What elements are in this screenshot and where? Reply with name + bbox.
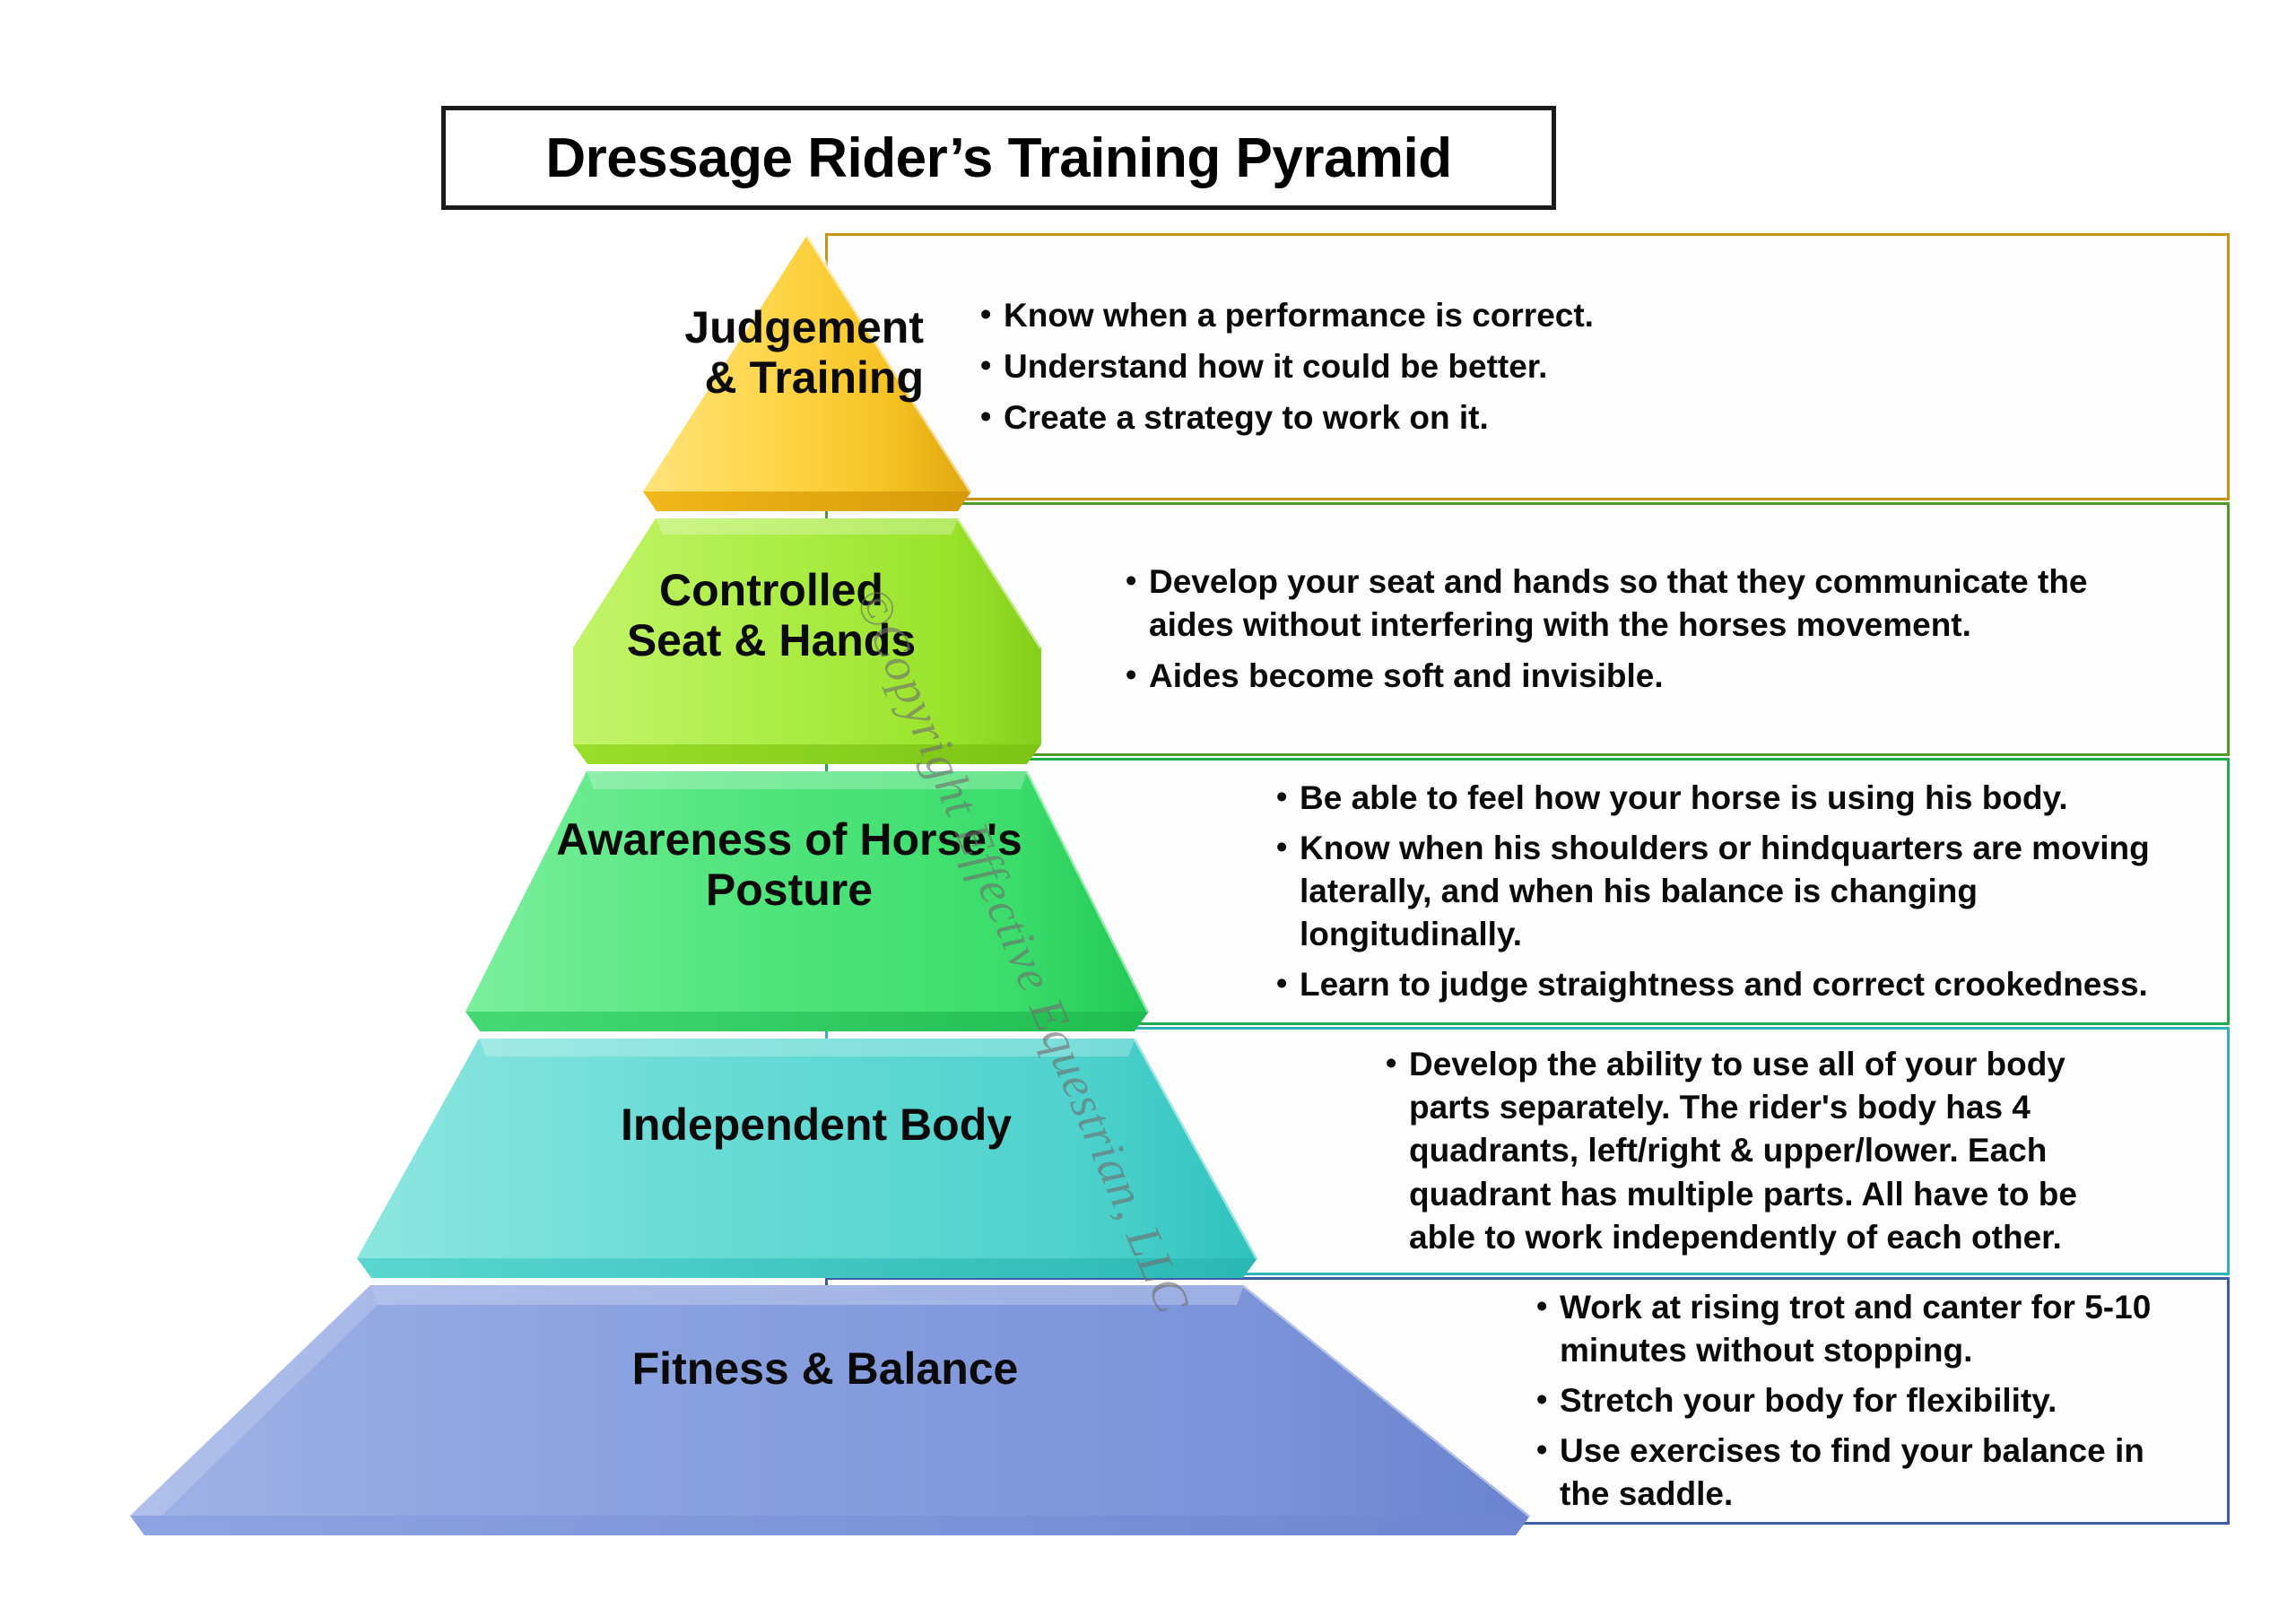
bullet-dot-icon: • bbox=[1536, 1288, 1548, 1324]
bullet-text: Work at rising trot and canter for 5-10 … bbox=[1560, 1288, 2152, 1369]
callout-panel-judgement-training: • Know when a performance is correct. • … bbox=[825, 233, 2230, 500]
bullet-item: • Know when a performance is correct. bbox=[980, 294, 2202, 337]
callout-bullet-list: • Work at rising trot and canter for 5-1… bbox=[828, 1279, 2227, 1523]
tier-label-fitness-balance: Fitness & Balance bbox=[631, 1343, 1019, 1394]
bullet-dot-icon: • bbox=[980, 399, 992, 435]
bullet-text: Use exercises to find your balance in th… bbox=[1560, 1432, 2144, 1513]
bullet-dot-icon: • bbox=[1126, 657, 1137, 693]
bullet-item: • Be able to feel how your horse is usin… bbox=[1276, 777, 2202, 820]
callout-panel-fitness-balance: • Work at rising trot and canter for 5-1… bbox=[825, 1277, 2230, 1525]
bullet-item: • Create a strategy to work on it. bbox=[980, 396, 2202, 439]
callout-bullet-list: • Be able to feel how your horse is usin… bbox=[828, 769, 2227, 1013]
bullet-text: Stretch your body for flexibility. bbox=[1560, 1381, 2057, 1419]
bullet-dot-icon: • bbox=[980, 347, 992, 383]
bullet-dot-icon: • bbox=[980, 296, 992, 332]
bullet-text: Be able to feel how your horse is using … bbox=[1300, 778, 2068, 816]
callout-panel-controlled-seat-hands: • Develop your seat and hands so that th… bbox=[825, 502, 2230, 756]
callout-bullet-list: • Know when a performance is correct. • … bbox=[828, 286, 2227, 448]
bullet-item: • Learn to judge straightness and correc… bbox=[1276, 963, 2202, 1006]
bullet-text: Develop your seat and hands so that they… bbox=[1149, 562, 2088, 643]
bullet-item: • Work at rising trot and canter for 5-1… bbox=[1536, 1286, 2202, 1372]
bullet-item: • Develop the ability to use all of your… bbox=[1386, 1043, 2202, 1258]
bullet-text: Know when his shoulders or hindquarters … bbox=[1300, 829, 2150, 953]
bullet-item: • Understand how it could be better. bbox=[980, 345, 2202, 388]
callout-bullet-list: • Develop your seat and hands so that th… bbox=[828, 552, 2227, 706]
diagram-title-box: Dressage Rider’s Training Pyramid bbox=[441, 106, 1556, 210]
bullet-text: Develop the ability to use all of your b… bbox=[1409, 1046, 2077, 1256]
bullet-dot-icon: • bbox=[1276, 778, 1288, 814]
bullet-text: Understand how it could be better. bbox=[1004, 347, 1548, 385]
bullet-item: • Use exercises to find your balance in … bbox=[1536, 1430, 2202, 1516]
bullet-dot-icon: • bbox=[1126, 562, 1137, 598]
callout-panel-awareness-horse-posture: • Be able to feel how your horse is usin… bbox=[825, 758, 2230, 1025]
bullet-text: Create a strategy to work on it. bbox=[1004, 399, 1489, 437]
bullet-item: • Aides become soft and invisible. bbox=[1126, 655, 2202, 698]
callout-panel-independent-body: • Develop the ability to use all of your… bbox=[825, 1027, 2230, 1275]
bullet-item: • Develop your seat and hands so that th… bbox=[1126, 561, 2202, 647]
tier-label-awareness-horse-posture: Awareness of Horse's Posture bbox=[556, 814, 1022, 915]
bullet-dot-icon: • bbox=[1386, 1046, 1397, 1082]
bullet-dot-icon: • bbox=[1276, 829, 1288, 865]
bullet-text: Learn to judge straightness and correct … bbox=[1300, 966, 2148, 1004]
callout-bullet-list: • Develop the ability to use all of your… bbox=[828, 1038, 2227, 1264]
bullet-dot-icon: • bbox=[1536, 1381, 1548, 1417]
bullet-dot-icon: • bbox=[1536, 1432, 1548, 1468]
page-title: Dressage Rider’s Training Pyramid bbox=[545, 126, 1452, 189]
bullet-item: • Stretch your body for flexibility. bbox=[1536, 1379, 2202, 1422]
tier-label-controlled-seat-hands: Controlled Seat & Hands bbox=[626, 565, 917, 665]
tier-label-judgement-training: Judgement & Training bbox=[684, 302, 924, 403]
bullet-text: Know when a performance is correct. bbox=[1004, 296, 1594, 334]
bullet-text: Aides become soft and invisible. bbox=[1149, 657, 1664, 695]
bullet-dot-icon: • bbox=[1276, 966, 1288, 1002]
bullet-item: • Know when his shoulders or hindquarter… bbox=[1276, 827, 2202, 956]
tier-label-independent-body: Independent Body bbox=[620, 1100, 1013, 1150]
